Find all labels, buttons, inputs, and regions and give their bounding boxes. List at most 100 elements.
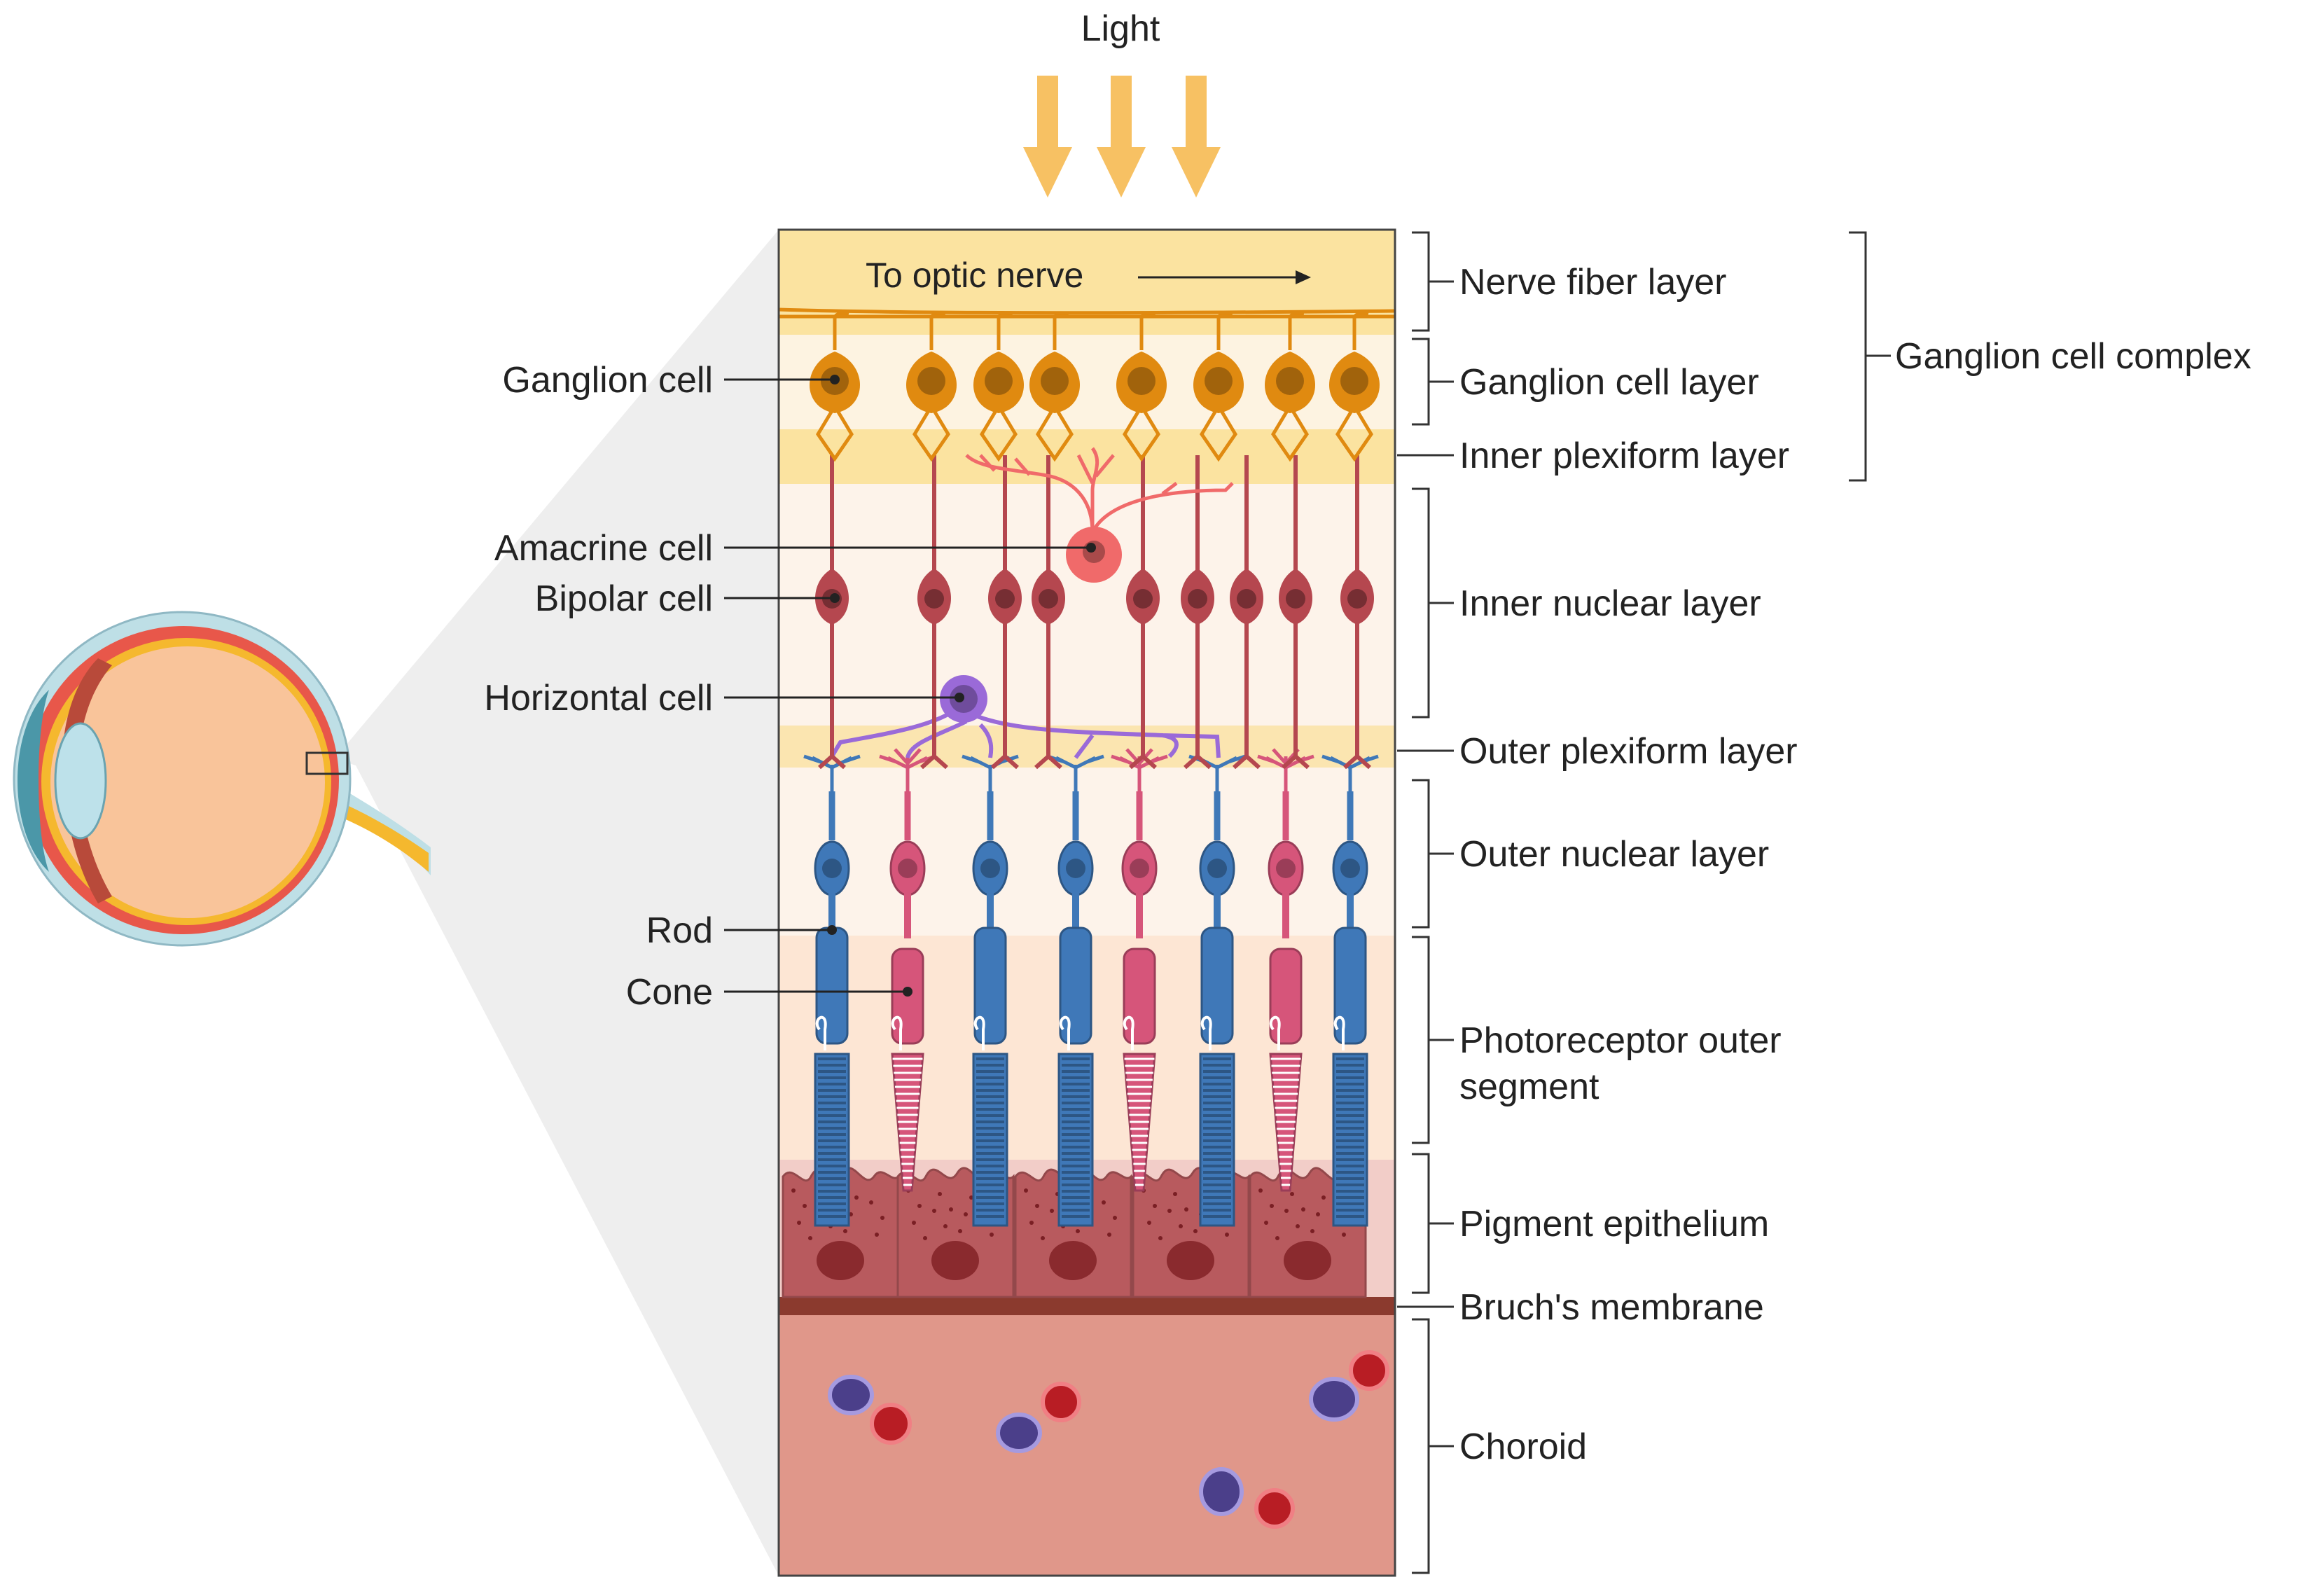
blood-cells: [828, 1350, 1389, 1529]
ganglion-axon: [1352, 311, 1369, 350]
bipolar-cell-nucleus: [924, 589, 944, 609]
light-label: Light: [1081, 8, 1160, 49]
blood-cell-red: [1254, 1488, 1295, 1529]
cone-inner-segment: [1269, 948, 1303, 1045]
epithelium-nucleus: [817, 1241, 864, 1280]
eye-illustration: [13, 611, 431, 947]
bipolar-cell-nucleus: [1347, 589, 1367, 609]
layer-labels: [1397, 231, 1891, 1574]
cone-cilium: [1269, 1015, 1281, 1050]
amacrine-cell-group: [965, 447, 1234, 583]
ganglion-axon: [1139, 311, 1156, 350]
rod-cilium: [1059, 1015, 1071, 1050]
bipolar-cell: [1181, 455, 1214, 770]
rod-nucleus: [1207, 859, 1227, 878]
ganglion-dendrite: [1271, 403, 1309, 462]
rod-nucleus: [1340, 859, 1360, 878]
label-cone: Cone: [626, 972, 713, 1013]
rod-nucleus: [1066, 859, 1085, 878]
cone-nucleus: [1276, 859, 1296, 878]
label-outer-nuclear-layer: Outer nuclear layer: [1459, 834, 1769, 875]
ganglion-cell: [1329, 352, 1380, 462]
rod-inner-segment: [1059, 927, 1092, 1045]
lens: [54, 722, 107, 840]
cone-inner-segment: [1123, 948, 1156, 1045]
label-nerve-fiber-layer: Nerve fiber layer: [1459, 262, 1726, 303]
ganglion-cell-nucleus: [1205, 367, 1233, 395]
light-group: Light: [1023, 8, 1221, 197]
rod-cilium: [1333, 1015, 1345, 1050]
bipolar-cell: [1340, 455, 1374, 770]
bipolar-cell-nucleus: [1039, 589, 1058, 609]
ganglion-axon: [997, 311, 1013, 350]
bipolar-cell: [1032, 455, 1065, 770]
cone-cilium: [1123, 1015, 1134, 1050]
rod-inner-segment: [1333, 927, 1367, 1045]
ganglion-cell-nucleus: [1041, 367, 1069, 395]
cone-cell: [1111, 748, 1168, 1192]
rod-inner-segment: [973, 927, 1007, 1045]
ganglion-dendrite: [1036, 403, 1074, 462]
label-amacrine-cell: Amacrine cell: [494, 528, 713, 569]
bipolar-cell-nucleus: [995, 589, 1015, 609]
cell-labels: Ganglion cell Amacrine cell Bipolar cell…: [484, 360, 1096, 1013]
retina-panel: To optic nerve: [777, 228, 1396, 1577]
ganglion-cell: [1193, 352, 1244, 462]
blood-cell-red: [870, 1403, 912, 1445]
photoreceptor-cells: [803, 748, 1379, 1227]
label-ganglion-cell: Ganglion cell: [502, 360, 713, 401]
bipolar-cells: [815, 455, 1374, 770]
rod-nucleus: [980, 859, 1000, 878]
label-horizontal-cell: Horizontal cell: [484, 678, 713, 719]
ganglion-cell-nucleus: [1340, 367, 1368, 395]
epithelium-nucleus: [1167, 1241, 1214, 1280]
bruchs-membrane-band: [779, 1297, 1395, 1315]
light-arrow-1: [1023, 76, 1072, 197]
zoom-box: [305, 751, 349, 775]
epithelium-cell: [782, 1167, 900, 1298]
zoom-region: [335, 230, 779, 1576]
cone-nucleus: [1130, 859, 1149, 878]
rod-cell: [1047, 754, 1104, 1227]
rod-cilium: [815, 1015, 827, 1050]
ganglion-dendrite: [1335, 403, 1373, 462]
ganglion-cell-nucleus: [1276, 367, 1304, 395]
ganglion-cells: [810, 352, 1380, 462]
rod-cell: [1321, 754, 1379, 1227]
bipolar-cell: [1279, 455, 1312, 770]
blood-cell-blue: [828, 1375, 874, 1415]
label-outer-plexiform-layer: Outer plexiform layer: [1459, 731, 1798, 772]
rod-cilium: [1200, 1015, 1212, 1050]
ganglion-dendrite: [816, 403, 854, 462]
label-inner-nuclear-layer: Inner nuclear layer: [1459, 583, 1761, 624]
ganglion-axon: [833, 311, 849, 350]
amacrine-cell-dendrites: [965, 447, 1234, 534]
label-rod: Rod: [646, 910, 713, 951]
epithelium-nucleus: [1049, 1241, 1097, 1280]
ganglion-cell-nucleus: [985, 367, 1013, 395]
rod-cell: [1188, 754, 1246, 1227]
bipolar-cell: [1230, 455, 1263, 770]
rod-synapse: [1321, 754, 1379, 791]
epithelium-nucleus: [1284, 1241, 1331, 1280]
label-choroid: Choroid: [1459, 1427, 1587, 1467]
blood-cell-blue: [1309, 1377, 1359, 1422]
optic-nerve-label: To optic nerve: [866, 256, 1083, 295]
bipolar-cell-nucleus: [1133, 589, 1153, 609]
cornea: [18, 690, 49, 872]
horizontal-cell-group: [830, 675, 1221, 759]
bipolar-cell-nucleus: [1188, 589, 1207, 609]
ganglion-cell: [906, 352, 957, 462]
ganglion-cell: [1029, 352, 1080, 462]
label-pigment-epithelium: Pigment epithelium: [1459, 1204, 1769, 1244]
ganglion-axon: [929, 311, 946, 350]
label-ganglion-cell-layer: Ganglion cell layer: [1459, 362, 1759, 403]
epithelium-nucleus: [931, 1241, 979, 1280]
ganglion-cell: [1265, 352, 1315, 462]
ganglion-dendrite: [1123, 403, 1160, 462]
blood-cell-red: [1041, 1382, 1081, 1422]
ganglion-axon: [1288, 311, 1305, 350]
blood-cell-blue: [996, 1413, 1042, 1453]
